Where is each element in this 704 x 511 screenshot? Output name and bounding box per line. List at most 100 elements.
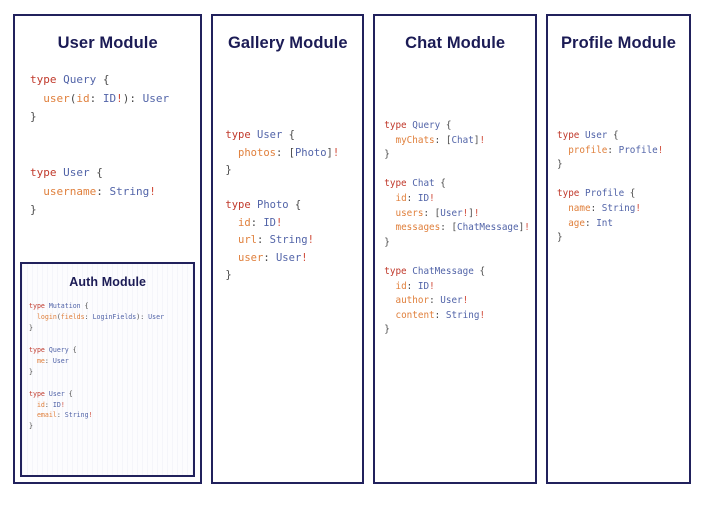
code-token-punctuation: : [590,202,602,214]
module-card-profile[interactable]: Profile Module type User { profile: Prof… [546,14,691,484]
code-line: type User { [29,389,193,400]
code-token-field: login [36,313,57,322]
code-token-non-null-bang: ! [307,234,314,246]
code-token-type: User [440,207,463,219]
code-token-non-null-bang: ! [88,411,93,420]
code-token-punctuation: { [434,178,446,190]
code-token-keyword: type [384,120,407,131]
code-blank-line [29,334,193,345]
code-line: } [384,236,535,251]
code-blank-line [384,250,535,265]
code-token-punctuation: : [ [440,222,458,234]
code-token-type: Profile [618,144,658,156]
code-line: myChats: [Chat]! [384,134,535,149]
code-type-block: type Chat { id: ID! users: [User!]! mess… [384,177,535,250]
code-token-field: id [36,400,45,409]
code-line: } [225,162,362,180]
code-token-non-null-bang: ! [116,91,123,105]
code-token-punctuation: } [384,149,390,161]
code-token-punctuation: } [29,324,33,333]
code-line: name: String! [557,202,689,217]
code-line: id: ID! [225,215,362,233]
code-token-type: LoginFields [92,313,137,322]
code-token-non-null-bang: ! [60,400,65,409]
code-type-block: type Mutation { login(fields: LoginField… [29,301,193,334]
code-token-punctuation [384,222,395,233]
code-token-field: user [238,251,264,264]
profile-top-gap [548,57,689,119]
code-token-punctuation: { [80,302,89,311]
code-token-field: username [43,184,97,198]
schema-code-chat: type Query { myChats: [Chat]!}type Chat … [375,109,535,338]
code-type-block: type User { profile: Profile!} [557,129,689,173]
code-token-field: me [36,356,45,365]
code-token-punctuation: ): [136,313,149,322]
code-blank-line [225,180,362,198]
code-token-punctuation: } [30,203,37,217]
code-token-type: ID [102,91,117,105]
code-token-field: id [238,216,251,229]
code-token-type: User [142,91,170,105]
code-token-punctuation [384,281,395,292]
code-type-block: type User { username: String!} [30,164,200,220]
code-token-punctuation [29,411,37,419]
code-token-punctuation: ] [468,207,474,219]
code-token-non-null-bang: ! [429,192,435,204]
code-line: } [384,148,535,163]
code-token-punctuation [384,310,395,321]
code-token-punctuation: ): [122,91,143,105]
module-card-user[interactable]: User Module type Query { user(id: ID!): … [13,14,203,484]
code-token-non-null-bang: ! [462,207,469,219]
code-token-non-null-bang: ! [149,184,156,198]
code-token-type: Query [63,73,97,86]
code-token-non-null-bang: ! [462,295,469,307]
code-token-keyword: type [30,165,57,179]
code-line: login(fields: LoginFields): User [29,312,193,323]
code-token-type: ID [417,192,430,204]
code-token-punctuation: ( [69,91,77,105]
code-token-type: String [64,411,89,420]
code-type-block: type Profile { name: String! age: Int} [557,187,689,245]
code-line: email: String! [29,410,193,421]
code-line: id: ID! [384,280,535,295]
code-line: } [30,108,200,127]
chat-top-gap [375,57,535,109]
code-line: url: String! [225,232,362,250]
code-token-punctuation: : [ [434,134,452,146]
code-token-type: User [440,295,463,307]
code-line: type Mutation { [29,301,193,312]
code-token-punctuation [225,217,238,229]
code-token-type: ID [417,280,430,292]
code-line: type User { [557,129,689,144]
code-line: users: [User!]! [384,207,535,222]
code-token-punctuation: ] [326,146,333,159]
code-token-punctuation: : [84,313,93,322]
module-card-auth[interactable]: Auth Module type Mutation { login(fields… [20,262,196,477]
code-type-block: type Query { user(id: ID!): User} [30,71,200,127]
code-type-block: type User { photos: [Photo]!} [225,127,362,180]
code-line: } [384,323,535,338]
code-token-punctuation: { [607,130,619,141]
code-token-punctuation [29,401,37,409]
module-card-gallery[interactable]: Gallery Module type User { photos: [Phot… [211,14,365,484]
code-token-type: Photo [294,146,327,159]
profile-card-filler [548,246,689,482]
code-token-type: User [257,129,283,141]
code-token-non-null-bang: ! [657,144,664,156]
code-token-punctuation: ( [56,313,61,322]
module-card-chat[interactable]: Chat Module type Query { myChats: [Chat]… [373,14,537,484]
code-line: } [30,201,200,220]
code-token-punctuation: : [263,251,276,264]
code-token-punctuation: { [473,265,486,277]
code-token-keyword: type [384,178,407,190]
code-token-type: String [601,202,636,214]
code-token-punctuation: : [56,411,65,420]
module-title-chat: Chat Module [405,34,506,52]
code-token-punctuation: { [624,188,636,200]
code-token-punctuation: ] [473,134,480,146]
code-token-punctuation [557,218,568,229]
code-token-field: name [568,202,591,214]
code-line: } [557,158,689,173]
code-token-keyword: type [384,265,407,277]
